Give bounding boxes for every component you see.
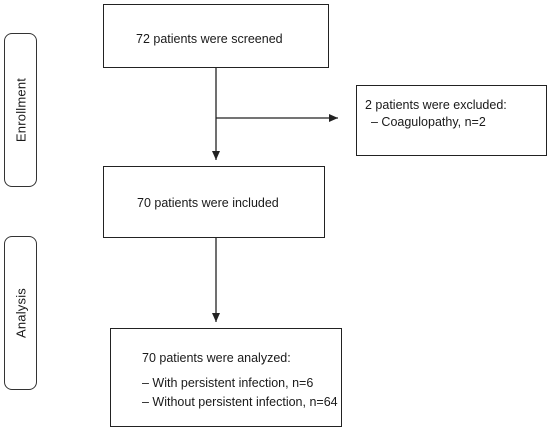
excluded-reason-item: – Coagulopathy, n=2 bbox=[371, 115, 486, 129]
analyzed-box-title: 70 patients were analyzed: bbox=[142, 351, 291, 365]
enrollment-stage-label: Enrollment bbox=[13, 77, 28, 143]
excluded-box: 2 patients were excluded: – Coagulopathy… bbox=[356, 85, 547, 156]
analyzed-box: 70 patients were analyzed: – With persis… bbox=[110, 328, 342, 427]
screened-box-title: 72 patients were screened bbox=[136, 32, 283, 46]
analysis-stage-label: Analysis bbox=[13, 287, 28, 339]
enrollment-stage: Enrollment bbox=[4, 33, 37, 187]
included-box-title: 70 patients were included bbox=[137, 196, 279, 210]
screened-box: 72 patients were screened bbox=[103, 4, 329, 68]
analyzed-item-with-infection: – With persistent infection, n=6 bbox=[142, 376, 314, 390]
excluded-box-title: 2 patients were excluded: bbox=[365, 98, 507, 112]
analysis-stage: Analysis bbox=[4, 236, 37, 390]
analyzed-item-without-infection: – Without persistent infection, n=64 bbox=[142, 395, 338, 409]
included-box: 70 patients were included bbox=[103, 166, 325, 238]
